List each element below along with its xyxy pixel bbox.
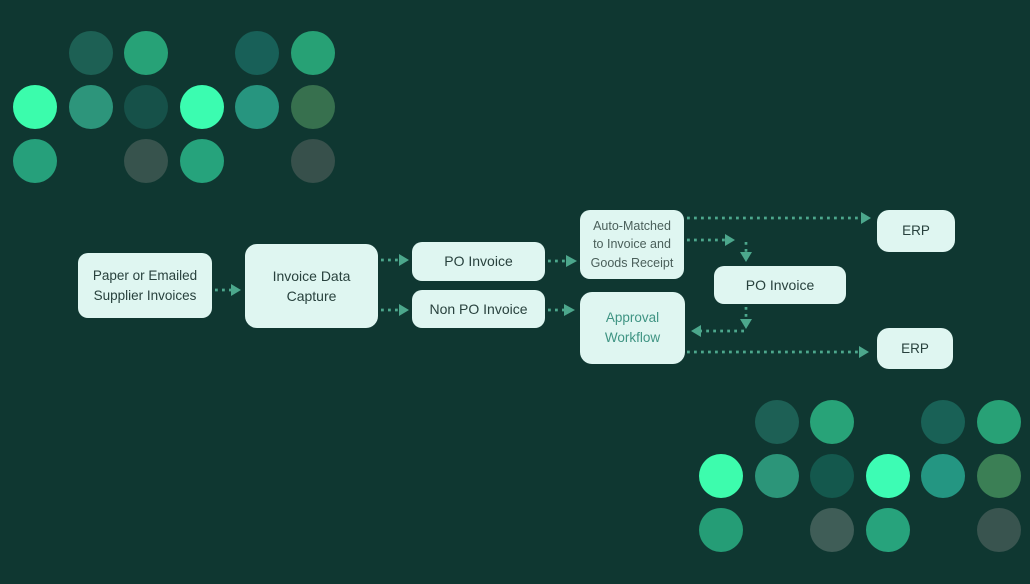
arrow-approval-to-erp-bottom bbox=[687, 346, 869, 358]
node-non-po-invoice: Non PO Invoice bbox=[412, 290, 545, 328]
arrow-po-invoice-to-auto-matched bbox=[548, 255, 577, 267]
arrow-corner-down-to-po-invoice-2 bbox=[740, 242, 752, 262]
node-po-invoice: PO Invoice bbox=[412, 242, 545, 281]
arrow-po-invoice-2-down bbox=[740, 307, 752, 329]
arrow-capture-to-po-invoice bbox=[381, 254, 409, 266]
arrow-auto-matched-to-corner bbox=[687, 234, 735, 246]
arrow-paper-to-capture bbox=[215, 284, 241, 296]
node-paper-or-emailed-supplier-invoices: Paper or Emailed Supplier Invoices bbox=[78, 253, 212, 318]
arrow-capture-to-non-po-invoice bbox=[381, 304, 409, 316]
node-erp-bottom: ERP bbox=[877, 328, 953, 369]
node-auto-matched-to-invoice-and-goods-receipt: Auto-Matched to Invoice and Goods Receip… bbox=[580, 210, 684, 279]
arrow-non-po-invoice-to-approval bbox=[548, 304, 575, 316]
node-approval-workflow: Approval Workflow bbox=[580, 292, 685, 364]
node-erp-top: ERP bbox=[877, 210, 955, 252]
arrow-corner-left-to-approval bbox=[691, 325, 744, 337]
arrow-auto-matched-to-erp-top bbox=[687, 212, 871, 224]
node-po-invoice-2: PO Invoice bbox=[714, 266, 846, 304]
node-invoice-data-capture: Invoice Data Capture bbox=[245, 244, 378, 328]
